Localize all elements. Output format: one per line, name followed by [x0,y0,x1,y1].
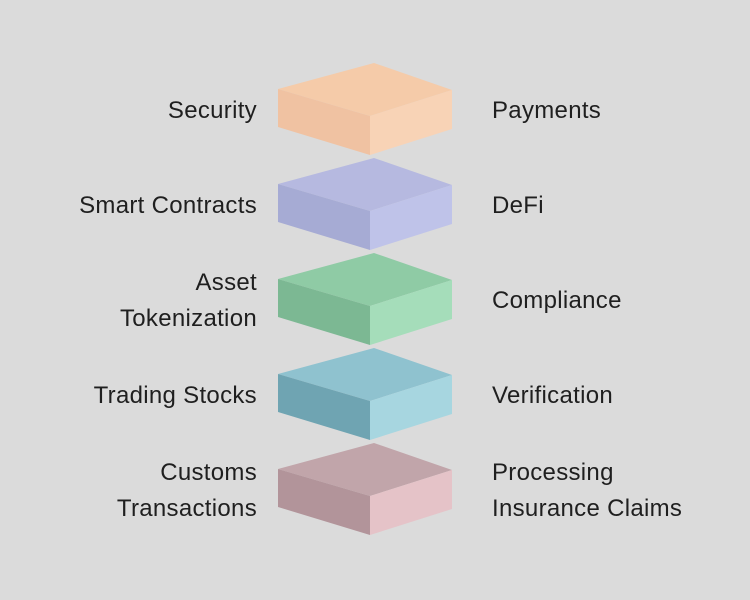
box-left-face [278,469,370,535]
box-right-face [370,280,452,345]
layer-row-asset-tokenization: Asset Tokenization Compliance [0,253,750,348]
box-left-face [278,89,370,155]
layer-box-3d [278,348,452,443]
layer-left-label: Smart Contracts [79,191,257,219]
box-top-face [278,253,452,306]
box-left-face [278,374,370,440]
layer-right-label: Payments [492,96,602,124]
box-right-face [370,470,452,535]
layer-row-smart-contracts: Smart Contracts DeFi [0,158,750,253]
box-right-face [370,185,452,250]
layer-box-3d [278,253,452,348]
box-right-face [370,375,452,440]
box-top-face [278,348,452,401]
box-top-face [278,63,452,116]
box-3d-graphic [278,443,452,535]
layer-left-label: Customs Transactions [116,458,257,522]
layer-left-label: Security [167,96,257,124]
layer-box-3d [278,443,452,538]
layer-right-label: Verification [492,381,613,409]
box-3d-graphic [278,253,452,345]
layer-row-customs-transactions: Customs Transactions Processing Insuranc… [0,443,750,538]
box-3d-graphic [278,158,452,250]
box-3d-graphic [278,348,452,440]
box-left-face [278,279,370,345]
box-3d-graphic [278,63,452,155]
box-top-face [278,443,452,496]
layer-stack: Security Payments Smart Contracts DeFi [0,63,750,538]
layer-right-label: DeFi [492,191,544,219]
layer-row-trading-stocks: Trading Stocks Verification [0,348,750,443]
layer-left-label: Asset Tokenization [119,268,257,332]
layer-right-label: Processing Insurance Claims [492,458,683,522]
box-top-face [278,158,452,211]
box-right-face [370,90,452,155]
layer-right-label: Compliance [492,286,622,314]
layer-box-3d [278,63,452,158]
layer-left-label: Trading Stocks [93,381,257,409]
layer-row-security: Security Payments [0,63,750,158]
layer-box-3d [278,158,452,253]
box-left-face [278,184,370,250]
